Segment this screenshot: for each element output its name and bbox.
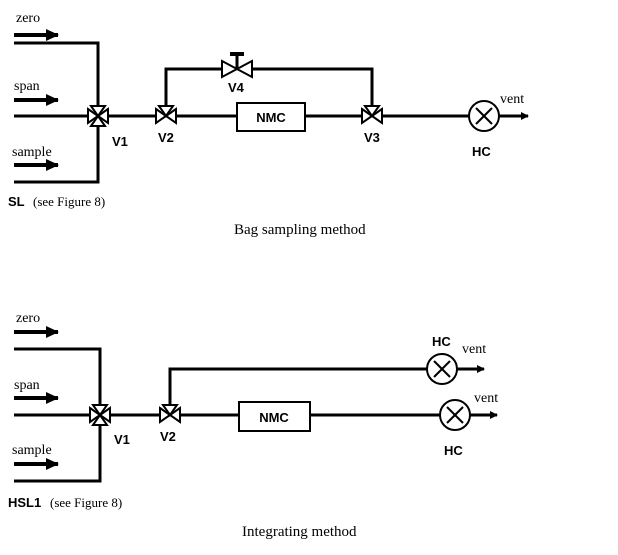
hc-label: HC: [472, 144, 491, 159]
bag-sampling-diagram: NMC zero span sample V1 V2 V3 V4 HC vent…: [8, 11, 529, 238]
v1-label: V1: [114, 432, 130, 447]
zero-label: zero: [16, 311, 40, 326]
nmc-label: NMC: [256, 110, 286, 125]
nmc-box: [236, 102, 306, 132]
zero-label: zero: [16, 11, 40, 26]
v2-label: V2: [160, 429, 176, 444]
nmc-box: [238, 401, 311, 432]
zero-line: [14, 347, 102, 405]
span-label: span: [14, 378, 40, 393]
v1-label: V1: [112, 134, 128, 149]
hc-analyzer-icon: [468, 100, 500, 132]
v3-label: V3: [364, 130, 380, 145]
integrating-diagram: NMC zero span sample V1 V2 HC HC vent ve…: [8, 311, 498, 540]
source-label: SL: [8, 194, 25, 209]
source-note: (see Figure 8): [50, 495, 122, 510]
v2-label: V2: [158, 130, 174, 145]
hc-bottom-label: HC: [444, 443, 463, 458]
v1-valve: [89, 404, 111, 426]
nmc-label: NMC: [259, 410, 289, 425]
v3-valve: [361, 105, 383, 125]
source-note: (see Figure 8): [33, 194, 105, 209]
source-label: HSL1: [8, 495, 41, 510]
hc-top-analyzer-icon: [426, 353, 458, 385]
hc-top-label: HC: [432, 334, 451, 349]
v1-valve: [87, 105, 109, 127]
sample-line: [14, 425, 102, 483]
vent-bottom-label: vent: [474, 391, 498, 406]
integrating-caption: Integrating method: [242, 524, 357, 540]
v2-valve: [155, 105, 177, 125]
bypass-line: [168, 367, 427, 405]
bag-caption: Bag sampling method: [234, 222, 366, 238]
vent-label: vent: [500, 92, 524, 107]
bypass-line: [164, 67, 374, 106]
v4-label: V4: [228, 80, 245, 95]
zero-line: [14, 41, 100, 106]
sample-line: [14, 126, 100, 184]
sample-label: sample: [12, 145, 52, 160]
v4-valve: [221, 52, 253, 79]
hc-bottom-analyzer-icon: [439, 399, 471, 431]
sample-label: sample: [12, 443, 52, 458]
vent-top-label: vent: [462, 342, 486, 357]
span-label: span: [14, 79, 40, 94]
v2-valve: [159, 404, 181, 424]
